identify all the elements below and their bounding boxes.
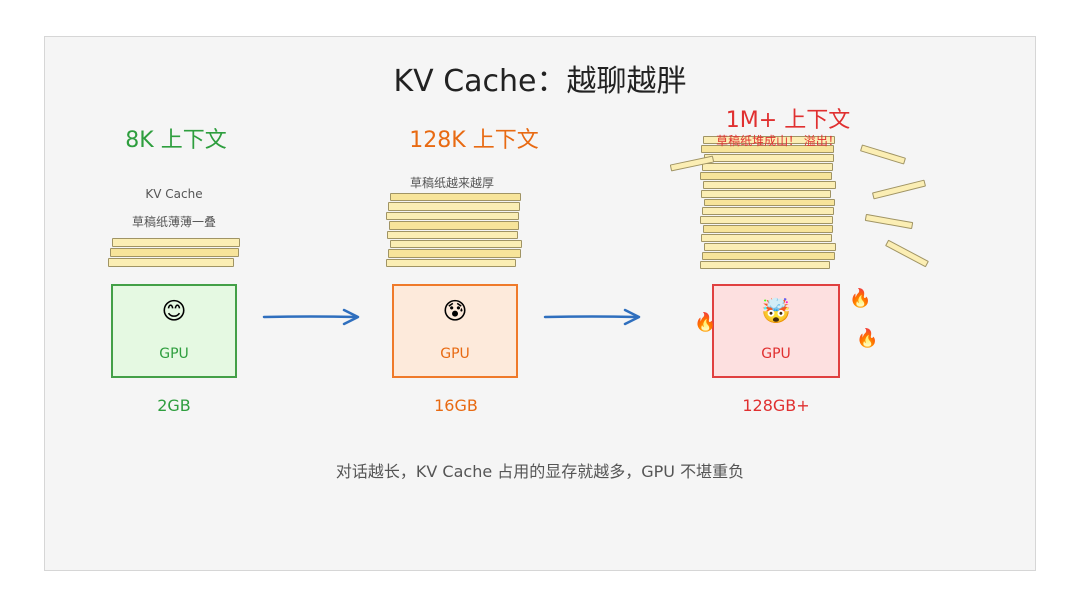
paper-sheet bbox=[703, 180, 836, 189]
paper-sheet bbox=[700, 171, 832, 180]
footer-caption: 对话越长，KV Cache 占用的显存就越多，GPU 不堪重负 bbox=[335, 462, 745, 481]
fire-icon: 🔥 bbox=[694, 312, 717, 333]
paper-sheet bbox=[703, 225, 833, 234]
paper-sheet bbox=[702, 207, 834, 216]
paper-sheet bbox=[701, 144, 834, 153]
paper-sheet bbox=[387, 230, 518, 239]
paper-stack-large bbox=[700, 136, 850, 270]
stage-8k-note-kvcache: KV Cache bbox=[145, 187, 203, 201]
paper-sheet bbox=[703, 136, 835, 144]
stage-128k-note-paper: 草稿纸越来越厚 bbox=[409, 176, 494, 190]
smiling-face-icon: 😊 bbox=[161, 297, 187, 325]
paper-sheet bbox=[701, 189, 831, 198]
memory-2gb: 2GB bbox=[157, 396, 191, 415]
memory-128gb: 128GB+ bbox=[742, 396, 810, 415]
paper-stack-medium bbox=[386, 193, 526, 268]
paper-sheet bbox=[702, 252, 835, 261]
paper-sheet bbox=[704, 153, 834, 162]
stage-128k-title: 128K 上下文 bbox=[409, 128, 539, 153]
gpu-label: GPU bbox=[440, 346, 470, 362]
gpu-box-8k: 😊 GPU bbox=[111, 284, 237, 378]
paper-sheet bbox=[388, 249, 521, 258]
paper-sheet bbox=[386, 258, 516, 267]
paper-sheet bbox=[701, 234, 832, 243]
memory-16gb: 16GB bbox=[434, 396, 478, 415]
paper-sheet bbox=[704, 198, 835, 207]
gpu-label: GPU bbox=[761, 346, 791, 362]
page-title: KV Cache：越聊越胖 bbox=[393, 64, 687, 99]
stage-1m-note-overflow: 草稿纸堆成山！ 溢出！ bbox=[716, 134, 840, 148]
paper-sheet bbox=[108, 258, 234, 267]
stage-8k-title: 8K 上下文 bbox=[125, 128, 227, 153]
stage-1m-title: 1M+ 上下文 bbox=[725, 108, 851, 133]
anxious-face-icon: 😰 bbox=[442, 297, 468, 325]
paper-sheet bbox=[112, 238, 240, 247]
arrow-right-icon bbox=[543, 308, 641, 326]
paper-sheet bbox=[700, 261, 830, 269]
paper-sheet bbox=[702, 162, 833, 171]
gpu-box-128k: 😰 GPU bbox=[392, 284, 518, 378]
arrow-right-icon bbox=[262, 308, 360, 326]
paper-sheet bbox=[386, 211, 519, 221]
paper-sheet bbox=[389, 221, 519, 230]
paper-sheet bbox=[390, 239, 522, 249]
gpu-label: GPU bbox=[159, 346, 189, 362]
stage-8k-note-paper: 草稿纸薄薄一叠 bbox=[131, 215, 216, 229]
paper-stack-small bbox=[108, 238, 242, 268]
exploding-head-icon: 🤯 bbox=[761, 297, 791, 325]
paper-sheet bbox=[704, 243, 836, 252]
paper-sheet bbox=[388, 202, 520, 211]
paper-sheet bbox=[700, 216, 833, 225]
gpu-box-1m: 🤯 GPU bbox=[712, 284, 840, 378]
fire-icon: 🔥 bbox=[856, 328, 879, 349]
paper-sheet bbox=[390, 193, 521, 202]
fire-icon: 🔥 bbox=[849, 288, 872, 309]
paper-sheet bbox=[110, 248, 239, 257]
